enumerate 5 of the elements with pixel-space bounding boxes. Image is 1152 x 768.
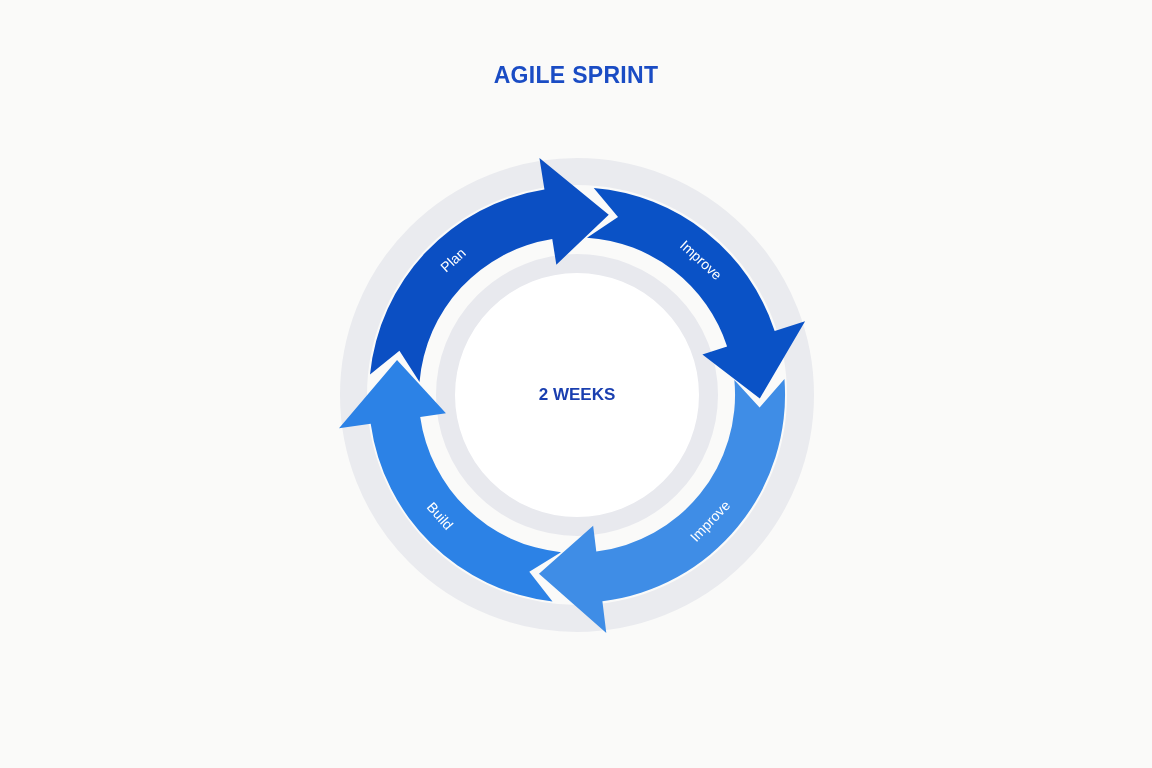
duration-label: 2 WEEKS [538,385,616,405]
diagram-title: AGILE SPRINT [493,62,659,88]
cycle-segment [370,157,609,383]
step-label: Plan [437,244,470,276]
cycle-segment [538,379,785,634]
